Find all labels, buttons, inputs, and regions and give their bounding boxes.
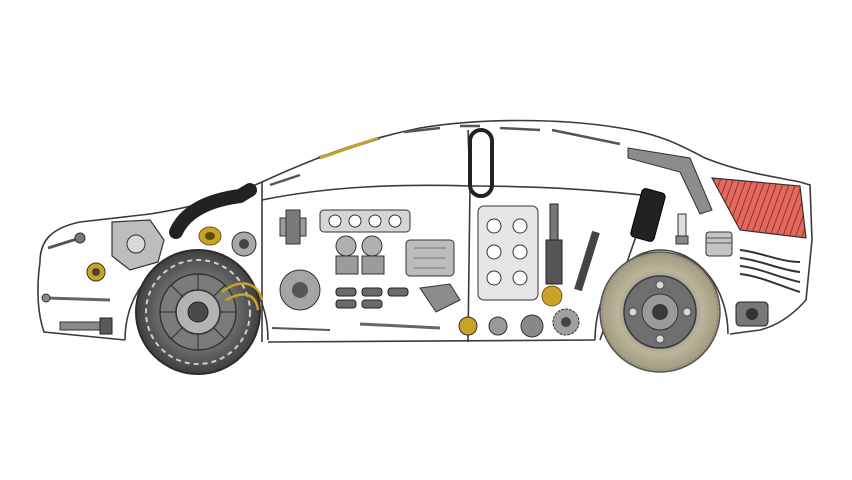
wiper-linkage [269,124,621,187]
shock-absorber-rear [574,230,600,292]
intake-manifold [405,239,455,277]
water-pump [111,219,165,271]
fan-clutch [279,269,321,311]
rocker-line [267,339,596,343]
spark-plug [675,213,689,245]
clutch-pressure-plate [135,249,261,375]
head-gasket [477,205,539,301]
thermostat [541,285,563,307]
front-bumper-line [37,261,126,341]
car-body-outline [37,119,813,343]
front-door-line [261,184,471,343]
stabilizer-link [41,293,111,303]
wiper-arm [271,322,441,331]
air-filter [710,177,807,239]
control-arm-bracket [419,283,461,313]
piston [705,231,733,257]
idler-pulley [458,314,544,338]
wheel-bearing-set [335,235,385,275]
strut-boot [630,188,666,242]
brake-pads [335,287,409,309]
radiator-hose [169,183,257,239]
universal-joint [279,209,307,245]
drive-shaft-joint [59,317,113,335]
ignition-wires [739,249,801,293]
tie-rod-end [47,232,86,250]
control-arm [627,147,713,215]
shock-absorber-front [545,203,563,285]
clutch-wiring-harness [221,282,264,311]
brass-rod [319,136,379,160]
brass-bushing [198,226,222,246]
clutch-friction-disc [599,251,721,373]
ball-joint [86,262,106,282]
alternator-pulley [231,231,257,257]
timing-belt [468,128,494,198]
exhaust-gasket [319,209,411,233]
engine-mount [735,301,769,327]
roof-and-hood-line [39,119,813,335]
timing-gear [552,308,580,336]
